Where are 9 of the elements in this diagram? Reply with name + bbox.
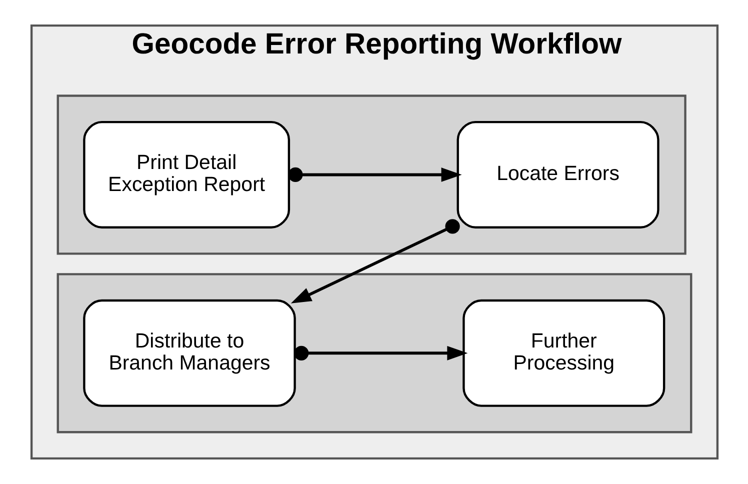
cluster <box>56 94 686 255</box>
node-box: Print Detail Exception Report <box>82 120 290 228</box>
arrow <box>290 219 460 304</box>
node-box: Further Processing <box>462 299 665 407</box>
arrow <box>288 167 462 182</box>
arrow <box>294 346 468 360</box>
cluster <box>56 273 692 434</box>
node-box: Distribute to Branch Managers <box>82 299 296 407</box>
node-box: Locate Errors <box>456 120 659 228</box>
